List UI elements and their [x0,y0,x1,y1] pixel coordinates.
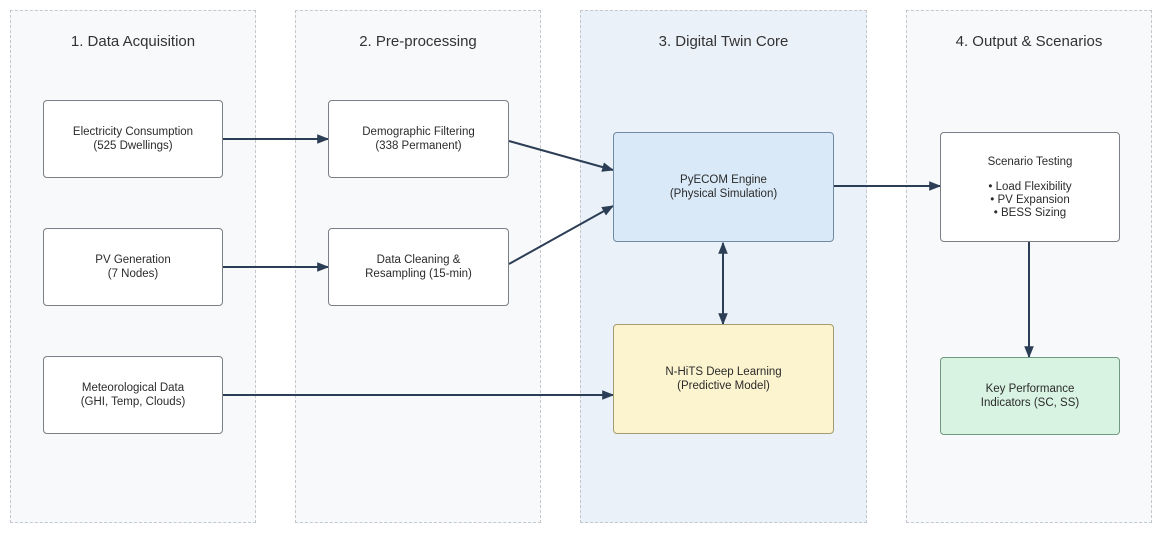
node-scenario-testing[interactable]: Scenario Testing • Load Flexibility • PV… [940,132,1120,242]
node-sublabel: (525 Dwellings) [93,140,173,152]
node-sublabel: (338 Permanent) [375,140,462,152]
lane-title: 2. Pre-processing [359,33,477,50]
node-electricity-consumption[interactable]: Electricity Consumption (525 Dwellings) [43,100,223,178]
lane-title: 4. Output & Scenarios [955,33,1103,50]
bullet-pv-expansion: • PV Expansion [990,193,1070,206]
lane-output-scenarios: 4. Output & Scenarios [906,10,1152,523]
node-demographic-filtering[interactable]: Demographic Filtering (338 Permanent) [328,100,509,178]
node-sublabel: Indicators (SC, SS) [980,397,1080,409]
node-nhits-deep-learning[interactable]: N-HiTS Deep Learning (Predictive Model) [613,324,834,434]
node-meteorological-data[interactable]: Meteorological Data (GHI, Temp, Clouds) [43,356,223,434]
node-sublabel: (GHI, Temp, Clouds) [80,396,186,408]
lane-title: 1. Data Acquisition [70,33,196,50]
node-sublabel: (7 Nodes) [107,268,159,280]
node-label: N-HiTS Deep Learning [665,366,782,378]
node-title: Scenario Testing [987,155,1073,168]
node-data-cleaning[interactable]: Data Cleaning & Resampling (15-min) [328,228,509,306]
bullet-bess-sizing: • BESS Sizing [993,206,1067,219]
node-label: Demographic Filtering [362,126,475,138]
node-label: Meteorological Data [81,382,185,394]
node-label: Electricity Consumption [72,126,194,138]
node-key-performance-indicators[interactable]: Key Performance Indicators (SC, SS) [940,357,1120,435]
node-label: PV Generation [95,254,171,266]
node-label: Key Performance [985,383,1075,395]
node-pv-generation[interactable]: PV Generation (7 Nodes) [43,228,223,306]
node-label: PyECOM Engine [680,174,767,186]
scenario-bullet-list: • Load Flexibility • PV Expansion • BESS… [988,181,1071,220]
node-sublabel: Resampling (15-min) [365,268,472,280]
node-label: Data Cleaning & [376,254,461,266]
lane-title: 3. Digital Twin Core [658,33,789,50]
node-sublabel: (Predictive Model) [677,380,770,392]
lane-digital-twin-core: 3. Digital Twin Core [580,10,867,523]
bullet-load-flexibility: • Load Flexibility [988,180,1072,193]
node-sublabel: (Physical Simulation) [669,188,778,200]
node-pyecom-engine[interactable]: PyECOM Engine (Physical Simulation) [613,132,834,242]
